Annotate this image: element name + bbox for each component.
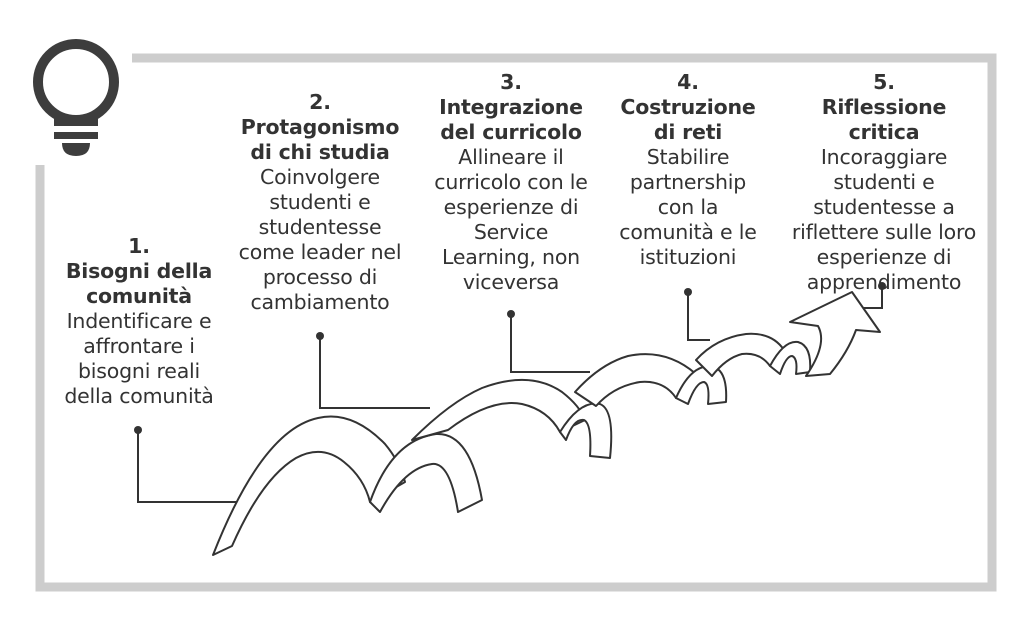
step-4-description: Stabilire partnership con la comunità e … [619,145,757,269]
connector-dot-1 [134,426,142,434]
arrow-up-icon [789,291,881,377]
ribbon-arc-2 [559,402,613,459]
step-3-description: Allineare il curricolo con le esperienze… [434,145,588,294]
step-5-number: 5. [873,70,895,94]
step-1-title: Bisogni della comunità [65,259,213,308]
connector-step-2 [319,336,430,409]
step-3: 3. Integrazione del curricolo Allineare … [432,70,590,295]
ribbon-arc-1 [369,432,483,513]
step-5-title: Riflessione critica [821,95,947,144]
step-4-title: Costruzione di reti [620,95,756,144]
ribbon-arc-4 [769,340,812,375]
step-3-title: Integrazione del curricolo [439,95,583,144]
step-2-number: 2. [309,90,331,114]
ribbon-panel-1 [212,415,406,556]
step-2: 2. Protagonismo di chi studia Coinvolger… [236,90,404,315]
step-5: 5. Riflessione critica Incoraggiare stud… [784,70,984,295]
connectors [137,286,883,503]
step-1-description: Indentificare e affrontare i bisogni rea… [64,309,214,408]
connector-step-5 [860,286,883,309]
step-5-description: Incoraggiare studenti e studentesse a ri… [791,145,977,294]
step-4-number: 4. [677,70,699,94]
step-3-number: 3. [500,70,522,94]
connector-step-1 [137,430,236,503]
step-2-title: Protagonismo di chi studia [240,115,400,164]
step-1: 1. Bisogni della comunità Indentificare … [52,234,226,409]
connector-dot-3 [507,310,515,318]
connector-step-4 [687,292,710,341]
lightbulb-icon [33,39,119,156]
step-2-description: Coinvolgere studenti e studentesse come … [238,165,402,314]
connector-dot-4 [684,288,692,296]
step-4: 4. Costruzione di reti Stabilire partner… [610,70,766,270]
ribbon-panel-2 [411,379,586,441]
step-1-number: 1. [128,234,150,258]
connector-step-3 [510,314,590,373]
frame-border [35,53,997,592]
connector-dot-2 [316,332,324,340]
connector-dot-5 [878,282,886,290]
ribbon [212,332,812,556]
